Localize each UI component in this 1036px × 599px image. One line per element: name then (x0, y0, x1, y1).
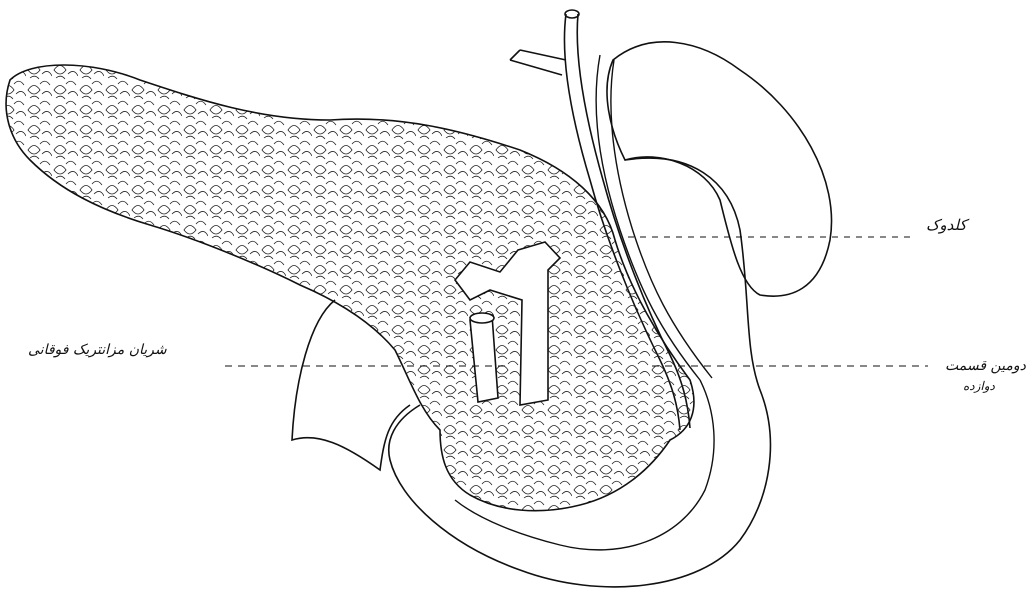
common-bile-duct-label: کلدوک (926, 216, 967, 234)
duodenum-label-line1: دومین قسمت (945, 358, 1026, 374)
superior-mesenteric-artery-label: شریان مزانتریک فوقانی (28, 342, 167, 358)
cystic-duct-branch (510, 50, 566, 75)
bile-duct-opening (565, 10, 579, 18)
duodenum-label-line2: دوازده (963, 379, 995, 393)
gallbladder-outline (607, 42, 832, 296)
